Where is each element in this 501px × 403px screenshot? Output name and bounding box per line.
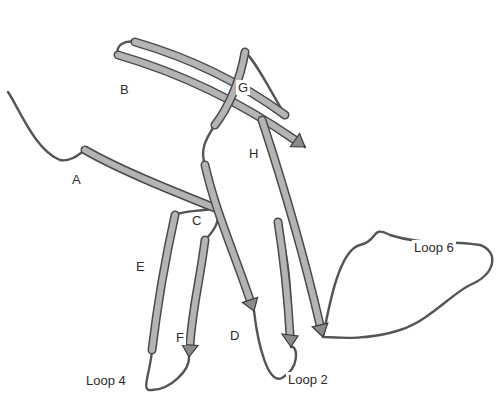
strand-label: Loop 6 [412, 240, 456, 255]
coil [8, 42, 492, 391]
strand-label: G [236, 80, 250, 95]
strand-label: E [134, 259, 147, 274]
strand-label: H [247, 146, 260, 161]
strand-label: Loop 4 [84, 373, 128, 388]
strand-label: D [228, 328, 241, 343]
strand-label: C [190, 213, 203, 228]
strand-label: A [70, 172, 83, 187]
strand-label: B [118, 82, 131, 97]
strand-label: Loop 2 [286, 372, 330, 387]
beta-strands [85, 42, 328, 357]
strand-label: F [174, 330, 186, 345]
